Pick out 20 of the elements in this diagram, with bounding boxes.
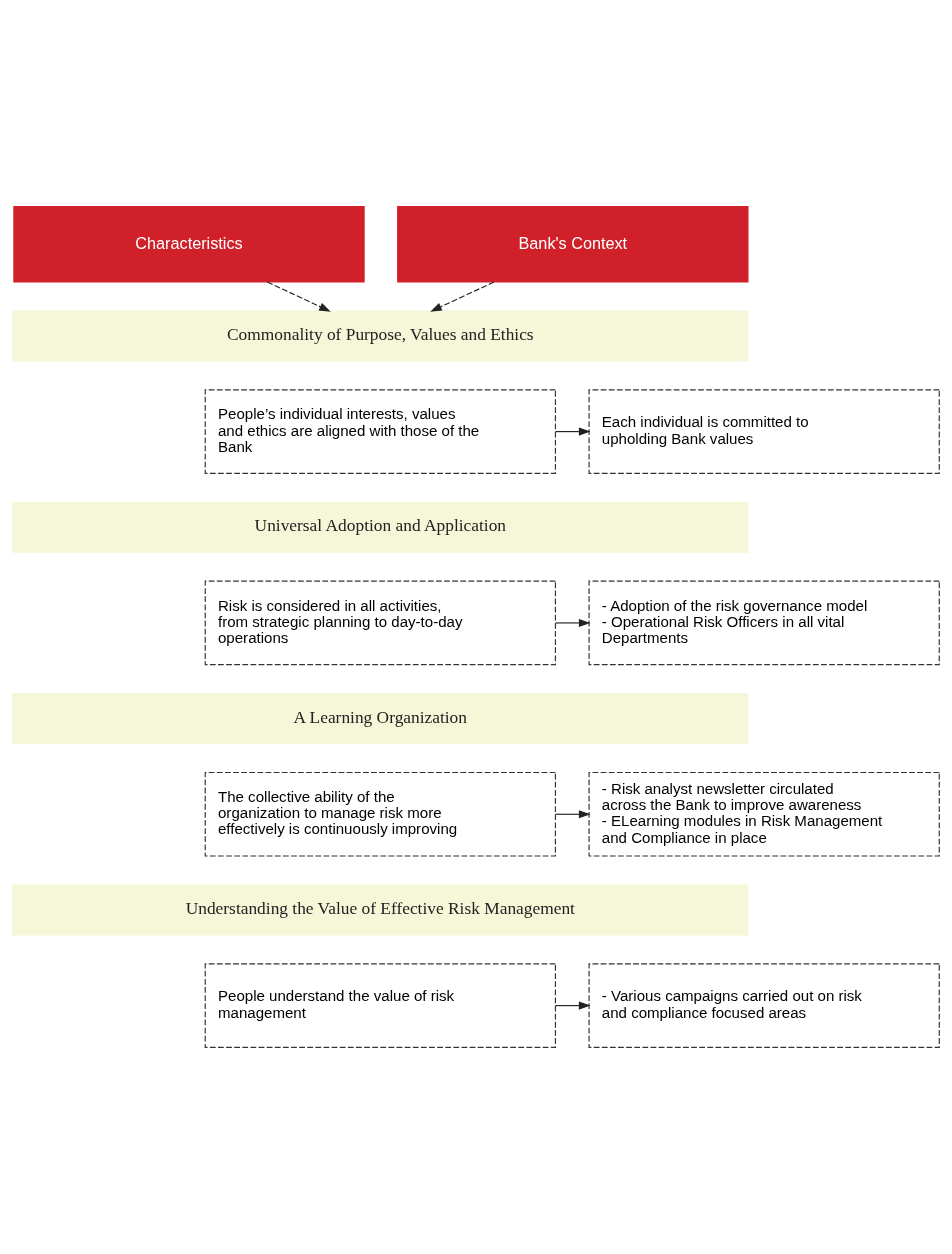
node-box: Risk is considered in all activities, from strategic planning to day-to-day operations [204,580,556,666]
arrow [555,1001,591,1010]
node-box: The collective ability of the organization to manage risk more effectively is continuously improving [204,771,556,857]
node-box: Commonality of Purpose, Values and Ethics [12,310,749,362]
node-box: People understand the value of risk management [204,963,556,1048]
arrow [430,281,495,312]
node-box: - Various campaigns carried out on risk and compliance focused areas [588,963,940,1048]
node-box: People’s individual interests, values and ethics are aligned with those of the Bank [204,389,556,474]
arrow [555,618,591,627]
node-box: A Learning Organization [12,693,749,745]
node-box: - Adoption of the risk governance model - Operational Risk Officers in all vital Departments [588,580,940,666]
node-box: Characteristics [13,206,365,283]
arrow [555,427,591,436]
node-box: Understanding the Value of Effective Risk Management [12,884,749,936]
node-box: - Risk analyst newsletter circulated across the Bank to improve awareness - ELearning modules in Risk Management and Compliance in place [588,771,940,857]
arrow [555,810,591,819]
arrow [266,281,331,312]
node-box: Universal Adoption and Application [12,501,749,553]
node-box: Each individual is committed to upholding Bank values [588,389,940,474]
node-box: Bank's Context [397,206,749,283]
